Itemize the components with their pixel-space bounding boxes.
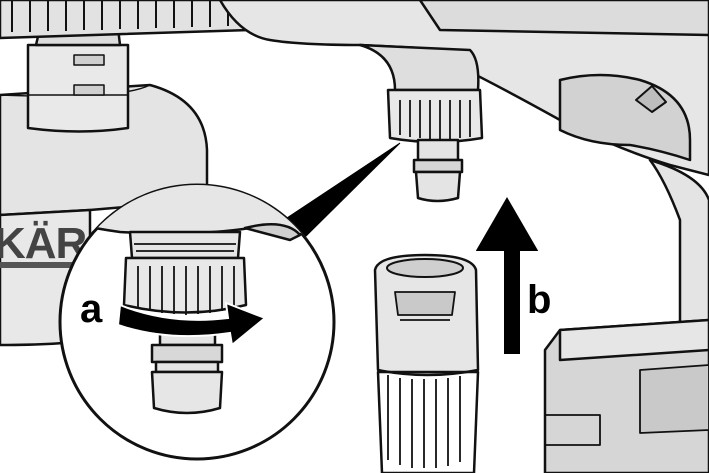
hose-coupling	[373, 253, 480, 473]
device-housing-left	[0, 0, 252, 347]
detail-pointer	[286, 142, 401, 237]
rotate-arrow-icon	[116, 301, 267, 347]
push-arrow-icon	[472, 193, 542, 356]
gun-connector-nut	[386, 88, 484, 203]
spray-gun-body	[218, 0, 709, 332]
step-a-label: a	[80, 287, 103, 331]
battery-pack	[543, 318, 709, 473]
step-b-label: b	[527, 278, 551, 322]
